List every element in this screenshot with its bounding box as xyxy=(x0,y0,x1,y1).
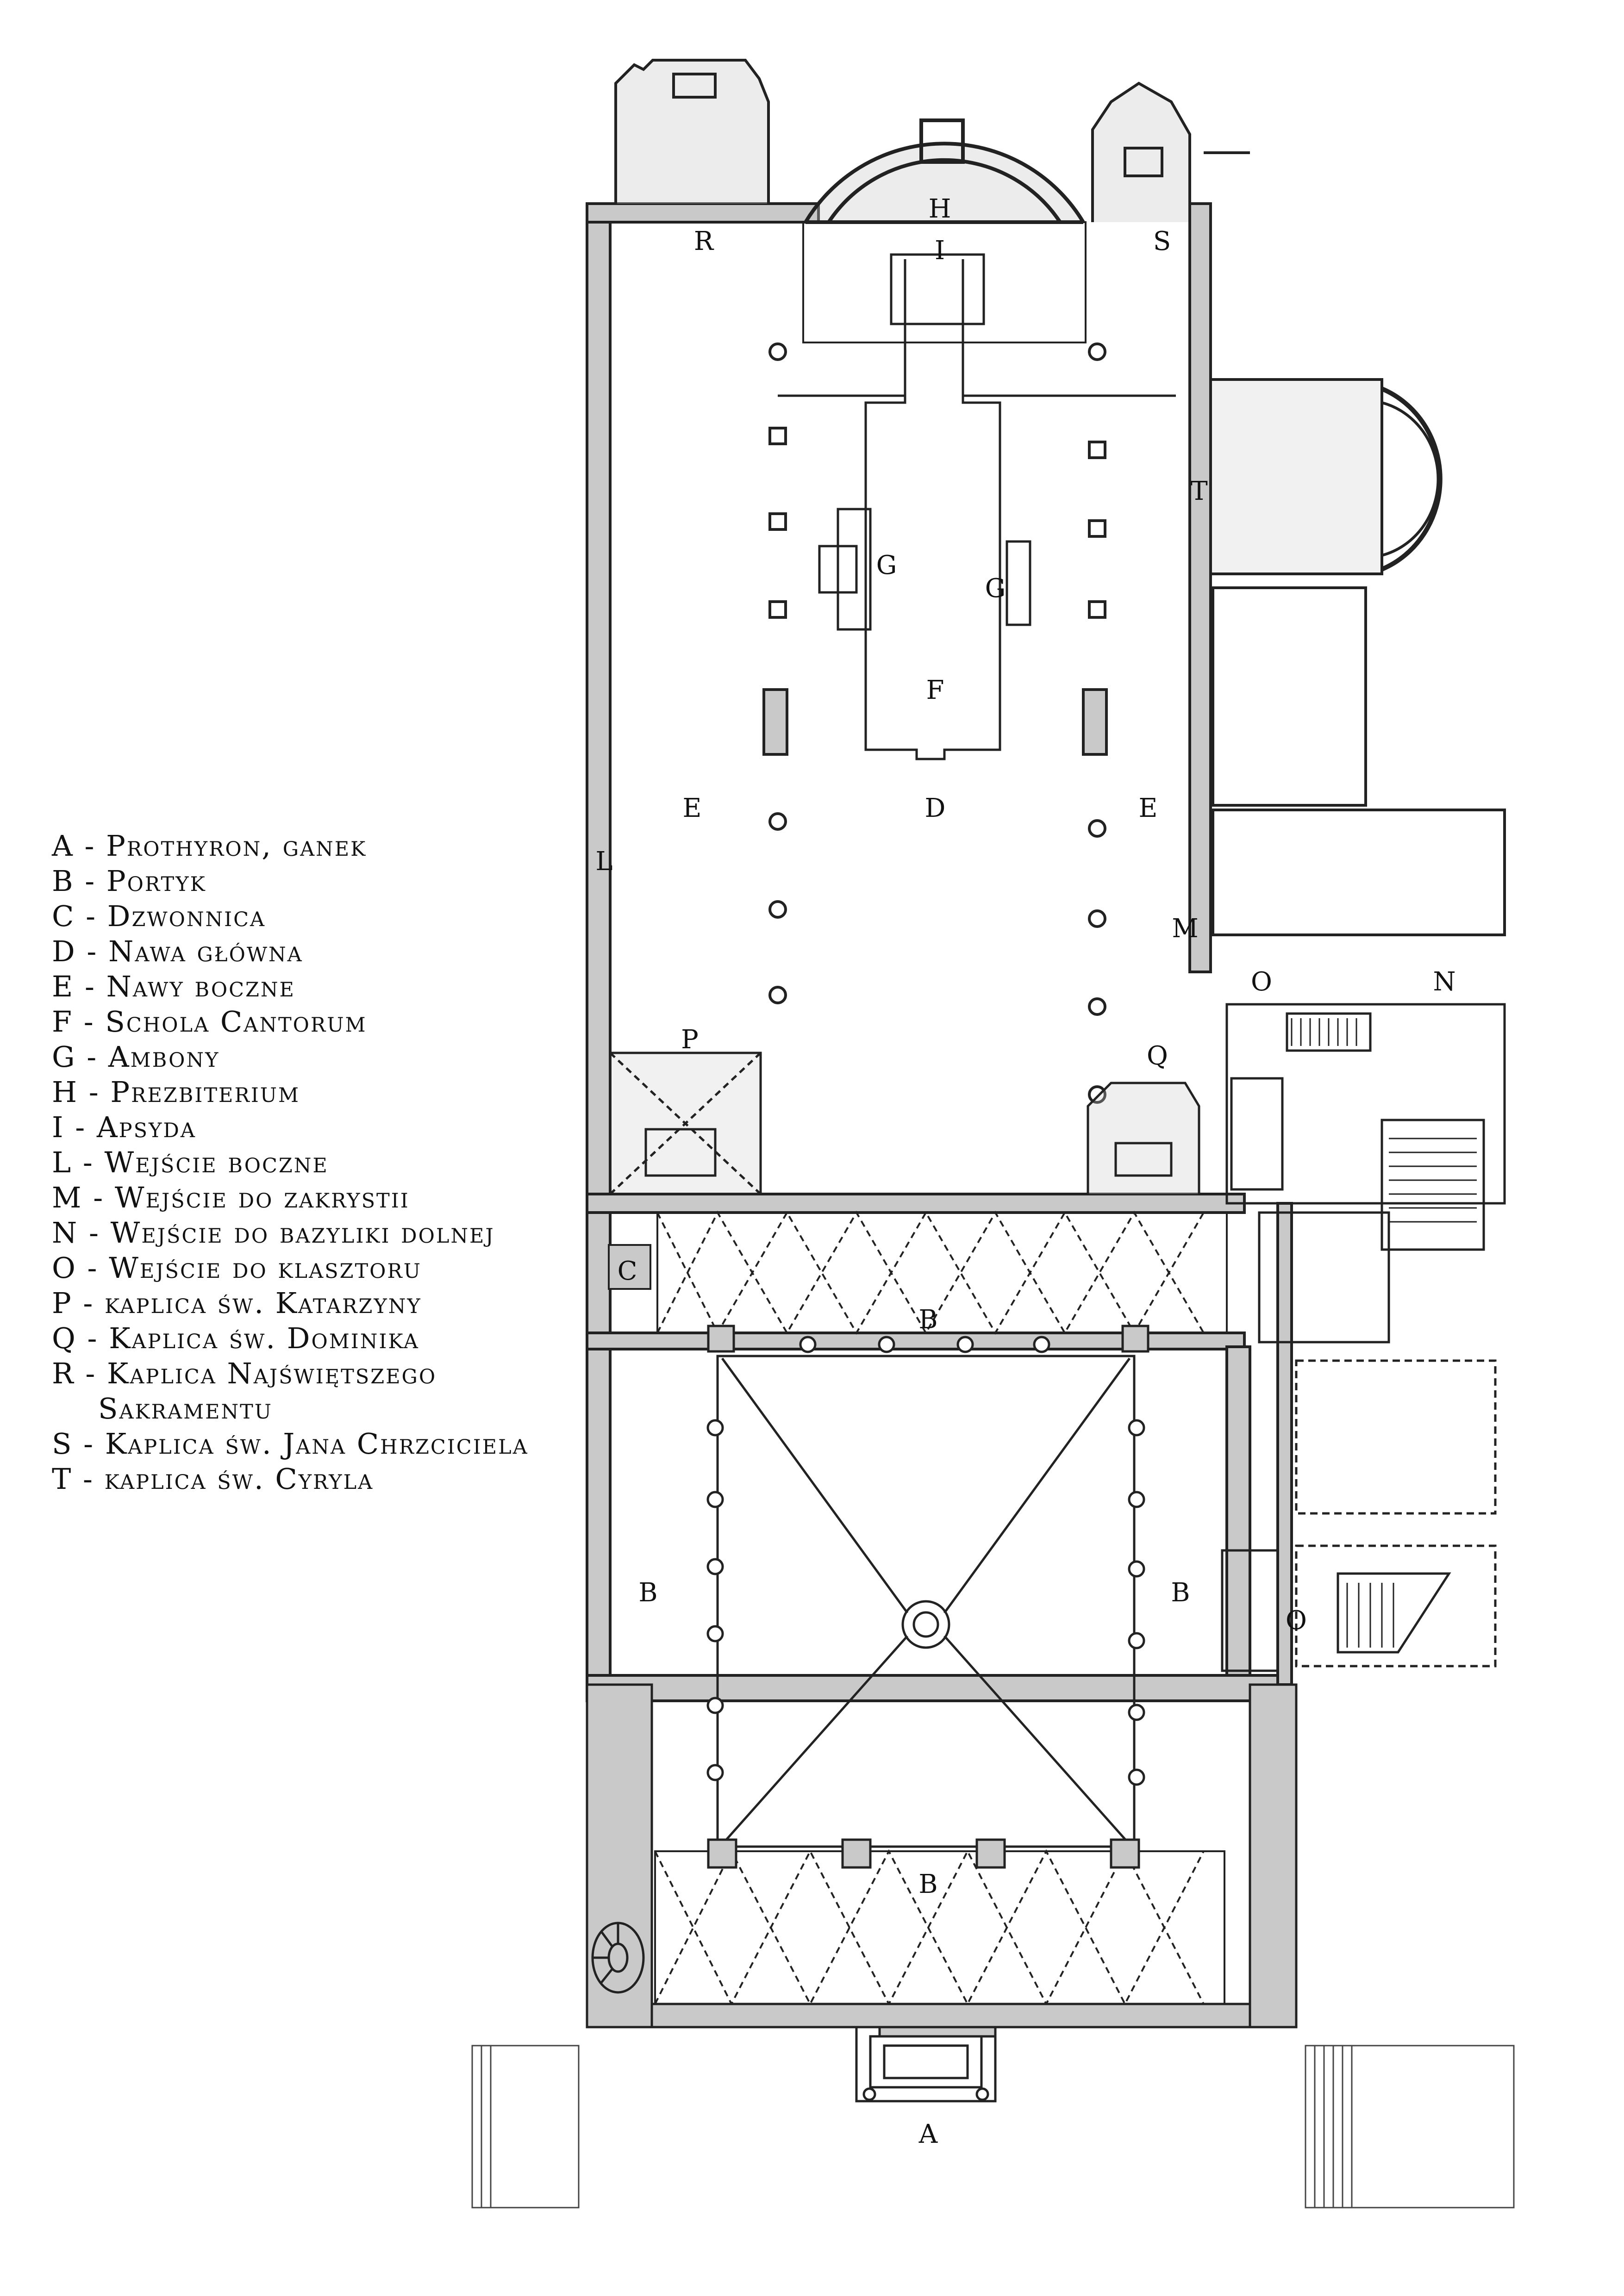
legend-item-h: H - Prezbiterium xyxy=(52,1075,300,1109)
legend-item-f: F - Schola Cantorum xyxy=(52,1005,367,1039)
label-b-top: B xyxy=(918,1305,937,1335)
label-m: M xyxy=(1172,914,1198,944)
label-g-right: G xyxy=(985,573,1006,604)
prothyron xyxy=(855,2026,997,2103)
chapel-s xyxy=(1091,81,1250,222)
forecourt xyxy=(471,2045,1515,2209)
nave-columns xyxy=(762,342,1108,1104)
atrium-top-columns xyxy=(707,1325,1149,1353)
legend-item-l: L - Wejście boczne xyxy=(52,1145,329,1179)
label-s: S xyxy=(1153,226,1171,256)
legend-item-t: T - kaplica św. Cyryla xyxy=(52,1462,374,1496)
label-n: N xyxy=(1433,967,1456,997)
facade-wall xyxy=(586,1683,1298,2038)
atrium xyxy=(716,1355,1136,1848)
plan-labels: R H I S T G G F E D E L M O N P Q C B B … xyxy=(595,194,1455,2149)
label-t: T xyxy=(1190,476,1207,506)
lower-portico-piers xyxy=(707,1838,1140,1869)
legend-item-b: B - Portyk xyxy=(52,864,206,898)
chapel-q xyxy=(1087,1082,1200,1194)
label-q: Q xyxy=(1147,1041,1168,1071)
label-e-left: E xyxy=(683,793,702,823)
label-b-left: B xyxy=(638,1578,657,1608)
legend: A - Prothyron, ganek B - Portyk C - Dzwo… xyxy=(52,828,584,1497)
service-block xyxy=(1221,1003,1506,1672)
stair-treads xyxy=(1291,1018,1477,1648)
label-p: P xyxy=(681,1025,699,1055)
label-f: F xyxy=(926,675,944,705)
label-o-upper: O xyxy=(1251,967,1272,997)
legend-item-m: M - Wejście do zakrystii xyxy=(52,1181,410,1214)
legend-item-g: G - Ambony xyxy=(52,1040,220,1074)
label-o-lower: O xyxy=(1286,1605,1307,1636)
legend-item-e: E - Nawy boczne xyxy=(52,970,295,1003)
atrium-side-columns xyxy=(706,1419,1145,1786)
lower-portico xyxy=(654,1849,1225,2006)
label-a: A xyxy=(918,2119,938,2149)
legend-item-r: R - Kaplica Najświętszego xyxy=(52,1356,437,1390)
apse-h xyxy=(802,118,1087,343)
church-walls xyxy=(586,202,1293,1702)
label-r: R xyxy=(694,226,714,256)
legend-item-n: N - Wejście do bazyliki dolnej xyxy=(52,1216,495,1250)
label-l: L xyxy=(595,846,612,877)
spiral-stair xyxy=(591,1922,645,1994)
legend-item-o: O - Wejście do klasztoru xyxy=(52,1251,422,1285)
label-b-right: B xyxy=(1171,1578,1190,1608)
chapel-r xyxy=(614,59,770,204)
chapel-t xyxy=(1209,378,1506,936)
legend-item-s: S - Kaplica św. Jana Chrzciciela xyxy=(52,1427,529,1461)
label-h: H xyxy=(929,194,951,224)
legend-item-c: C - Dzwonnica xyxy=(52,899,266,933)
label-i: I xyxy=(935,236,945,266)
label-d: D xyxy=(925,793,946,823)
legend-item-p: P - kaplica św. Katarzyny xyxy=(52,1286,422,1320)
legend-item-a: A - Prothyron, ganek xyxy=(52,829,367,863)
legend-item-r-cont: Sakramentu xyxy=(98,1392,273,1425)
upper-portico xyxy=(608,1210,1228,1335)
legend-item-d: D - Nawa główna xyxy=(52,934,303,968)
label-g-left: G xyxy=(876,550,897,580)
schola-cantorum xyxy=(778,259,1176,760)
label-e-right: E xyxy=(1139,793,1158,823)
legend-item-i: I - Apsyda xyxy=(52,1110,196,1144)
chapel-p xyxy=(609,1052,762,1195)
legend-item-q: Q - Kaplica św. Dominika xyxy=(52,1321,419,1355)
label-c: C xyxy=(618,1256,637,1286)
label-b-bottom: B xyxy=(918,1869,937,1899)
